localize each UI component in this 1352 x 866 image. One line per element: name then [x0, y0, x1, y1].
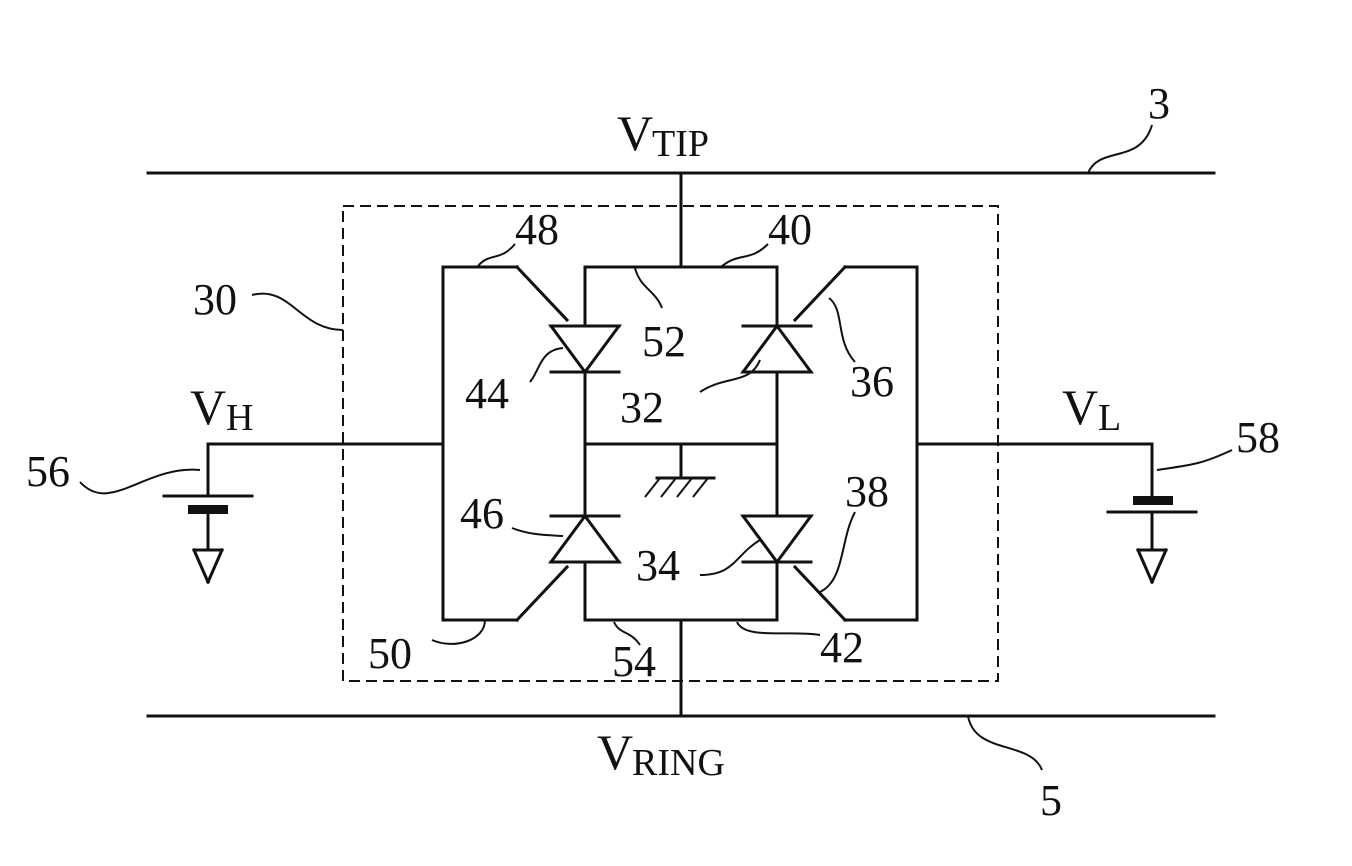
ground-arrow-vl-icon [1138, 550, 1166, 582]
label-v-l: V L [1062, 379, 1121, 439]
thyristor-32 [743, 326, 811, 372]
leader-42 [737, 622, 820, 635]
ref-58: 58 [1236, 413, 1280, 462]
left-gate-loop [443, 267, 517, 620]
ref-38: 38 [845, 467, 889, 516]
label-v-tip: V TIP [617, 105, 709, 165]
thyristor-46 [551, 516, 619, 562]
leader-46 [512, 528, 563, 536]
ref-32: 32 [620, 383, 664, 432]
leader-48 [478, 244, 515, 266]
chassis-ground-icon [645, 478, 714, 497]
svg-text:V: V [1062, 379, 1098, 435]
leader-58 [1157, 450, 1232, 470]
gate-lead-48 [517, 267, 567, 320]
ref-42: 42 [820, 623, 864, 672]
leader-3 [1088, 125, 1152, 173]
ref-48: 48 [515, 205, 559, 254]
label-v-h: V H [190, 379, 253, 439]
svg-text:RING: RING [632, 742, 725, 784]
leader-40 [722, 244, 768, 266]
leader-34 [700, 540, 760, 575]
ref-5: 5 [1040, 776, 1062, 825]
ref-52: 52 [642, 317, 686, 366]
ref-54: 54 [612, 637, 656, 686]
leader-50 [432, 620, 485, 644]
thyristor-34 [743, 516, 811, 562]
svg-text:V: V [190, 379, 226, 435]
svg-text:L: L [1098, 397, 1121, 439]
leader-38 [820, 512, 855, 592]
svg-text:H: H [226, 397, 253, 439]
ref-3: 3 [1148, 79, 1170, 128]
svg-text:V: V [617, 105, 653, 161]
label-v-ring: V RING [597, 724, 725, 784]
leader-56 [80, 470, 200, 494]
ref-44: 44 [465, 369, 509, 418]
ref-34: 34 [636, 541, 680, 590]
battery-vh-icon [164, 496, 252, 550]
gate-lead-50 [517, 567, 567, 620]
svg-text:TIP: TIP [652, 123, 709, 165]
gate-lead-38 [795, 567, 845, 620]
leader-5 [968, 716, 1042, 770]
leader-30 [252, 294, 343, 330]
ground-arrow-vh-icon [194, 550, 222, 582]
leader-36 [829, 298, 855, 362]
right-gate-loop [845, 267, 917, 620]
ref-50: 50 [368, 629, 412, 678]
leader-44 [530, 348, 563, 382]
svg-text:V: V [597, 724, 633, 780]
leader-52 [635, 268, 662, 308]
ref-56: 56 [26, 447, 70, 496]
ref-36: 36 [850, 357, 894, 406]
ref-40: 40 [768, 205, 812, 254]
ref-46: 46 [460, 489, 504, 538]
battery-vl-icon [1108, 496, 1196, 550]
ref-30: 30 [193, 275, 237, 324]
